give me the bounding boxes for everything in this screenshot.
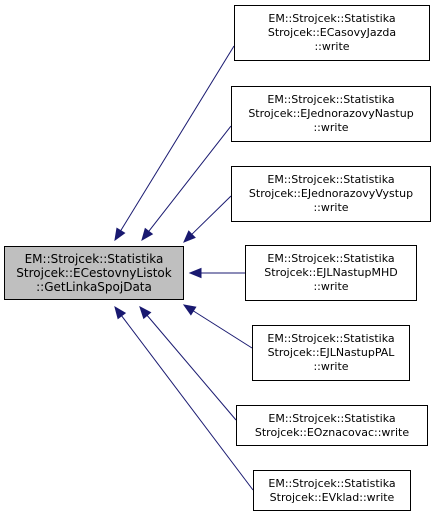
focus-line-2: Strojcek::ECestovnyListok xyxy=(16,266,172,280)
caller-line-1: EM::Strojcek::Statistika xyxy=(268,476,396,490)
caller-node-ecasovyjazda[interactable]: EM::Strojcek::Statistika Strojcek::ECaso… xyxy=(234,5,430,61)
edge-arrowhead xyxy=(141,227,154,242)
caller-node-ejednorazovynastup[interactable]: EM::Strojcek::Statistika Strojcek::EJedn… xyxy=(231,86,431,142)
caller-node-eoznacovac[interactable]: EM::Strojcek::Statistika Strojcek::EOzna… xyxy=(236,405,428,446)
caller-line-2: Strojcek::EVklad::write xyxy=(269,490,395,504)
caller-line-3: ::write xyxy=(313,360,349,373)
focus-line-1: EM::Strojcek::Statistika xyxy=(24,252,164,266)
caller-line-1: EM::Strojcek::Statistika xyxy=(268,411,396,425)
caller-line-1: EM::Strojcek::Statistika xyxy=(267,332,395,345)
edge-arrowhead xyxy=(183,230,196,243)
caller-line-1: EM::Strojcek::Statistika xyxy=(268,12,396,25)
caller-line-3: ::write xyxy=(313,201,349,214)
edge-arrowhead xyxy=(188,267,202,279)
call-edge xyxy=(120,45,235,231)
caller-line-1: EM::Strojcek::Statistika xyxy=(267,173,395,186)
caller-line-2: Strojcek::EJLNastupPAL xyxy=(267,346,395,359)
call-edge xyxy=(148,125,232,232)
focus-node[interactable]: EM::Strojcek::Statistika Strojcek::ECest… xyxy=(4,246,184,300)
caller-line-2: Strojcek::EJLNastupMHD xyxy=(264,266,398,279)
caller-node-ejednorazovyvystup[interactable]: EM::Strojcek::Statistika Strojcek::EJedn… xyxy=(231,166,431,222)
caller-line-1: EM::Strojcek::Statistika xyxy=(267,93,395,106)
caller-line-1: EM::Strojcek::Statistika xyxy=(267,252,395,265)
edge-arrowhead xyxy=(114,227,126,242)
focus-line-3: ::GetLinkaSpojData xyxy=(36,280,152,294)
caller-node-ejlnastupmhd[interactable]: EM::Strojcek::Statistika Strojcek::EJLNa… xyxy=(245,245,417,301)
caller-line-2: Strojcek::ECasovyJazda xyxy=(267,26,397,39)
call-edge xyxy=(191,195,232,235)
caller-line-3: ::write xyxy=(314,40,350,53)
edge-arrowhead xyxy=(182,304,197,316)
caller-line-3: ::write xyxy=(313,121,349,134)
caller-node-ejlnastuppal[interactable]: EM::Strojcek::Statistika Strojcek::EJLNa… xyxy=(252,325,410,381)
caller-line-2: Strojcek::EJednorazovyNastup xyxy=(248,107,414,120)
caller-node-evklad[interactable]: EM::Strojcek::Statistika Strojcek::EVkla… xyxy=(253,470,411,511)
caller-line-2: Strojcek::EOznacovac::write xyxy=(254,425,410,439)
call-edge xyxy=(146,315,237,421)
call-edge xyxy=(193,310,253,349)
caller-line-3: ::write xyxy=(313,280,349,293)
edge-arrowhead xyxy=(139,305,152,320)
edge-arrowhead xyxy=(114,305,127,320)
call-edge xyxy=(121,315,254,491)
caller-line-2: Strojcek::EJednorazovyVystup xyxy=(248,187,414,200)
